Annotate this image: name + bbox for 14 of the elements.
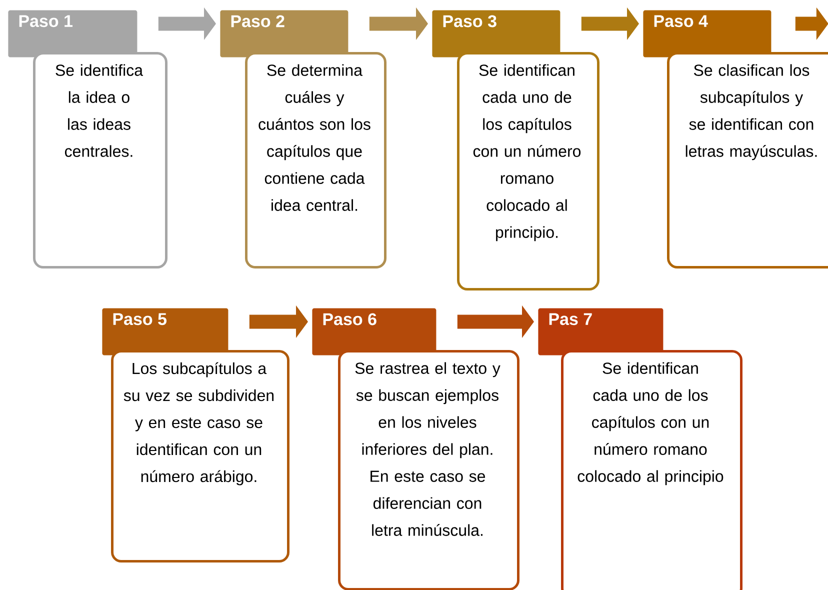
step-tab: Paso 5: [102, 308, 228, 356]
step-box: Se rastrea el texto y se buscan ejemplos en los niveles inferiores del plan. En este caso se diferencian con letra minúscula.: [338, 350, 520, 590]
step-box: Se identifican cada uno de los capítulos con un número romano colocado al principio: [561, 350, 742, 590]
step-box: Se determina cuáles y cuántos son los capítulos que contiene cada idea central.: [245, 52, 386, 268]
step-tab: Paso 3: [432, 10, 560, 58]
step-tab: Pas 7: [538, 308, 664, 356]
step-tab: Paso 1: [8, 10, 138, 58]
step-tab: Paso 2: [220, 10, 348, 58]
step-box: Se clasifican los subcapítulos y se identifican con letras mayúsculas.: [667, 52, 828, 268]
step-box: Los subcapítulos a su vez se subdividen y en este caso se identifican con un número arábigo.: [111, 350, 290, 562]
step-tab: Paso 4: [643, 10, 772, 58]
step-tab: Paso 6: [312, 308, 436, 356]
step-box: Se identifican cada uno de los capítulos con un número romano colocado al principio.: [457, 52, 600, 290]
step-box: Se identifica la idea o las ideas centrales.: [33, 52, 168, 268]
